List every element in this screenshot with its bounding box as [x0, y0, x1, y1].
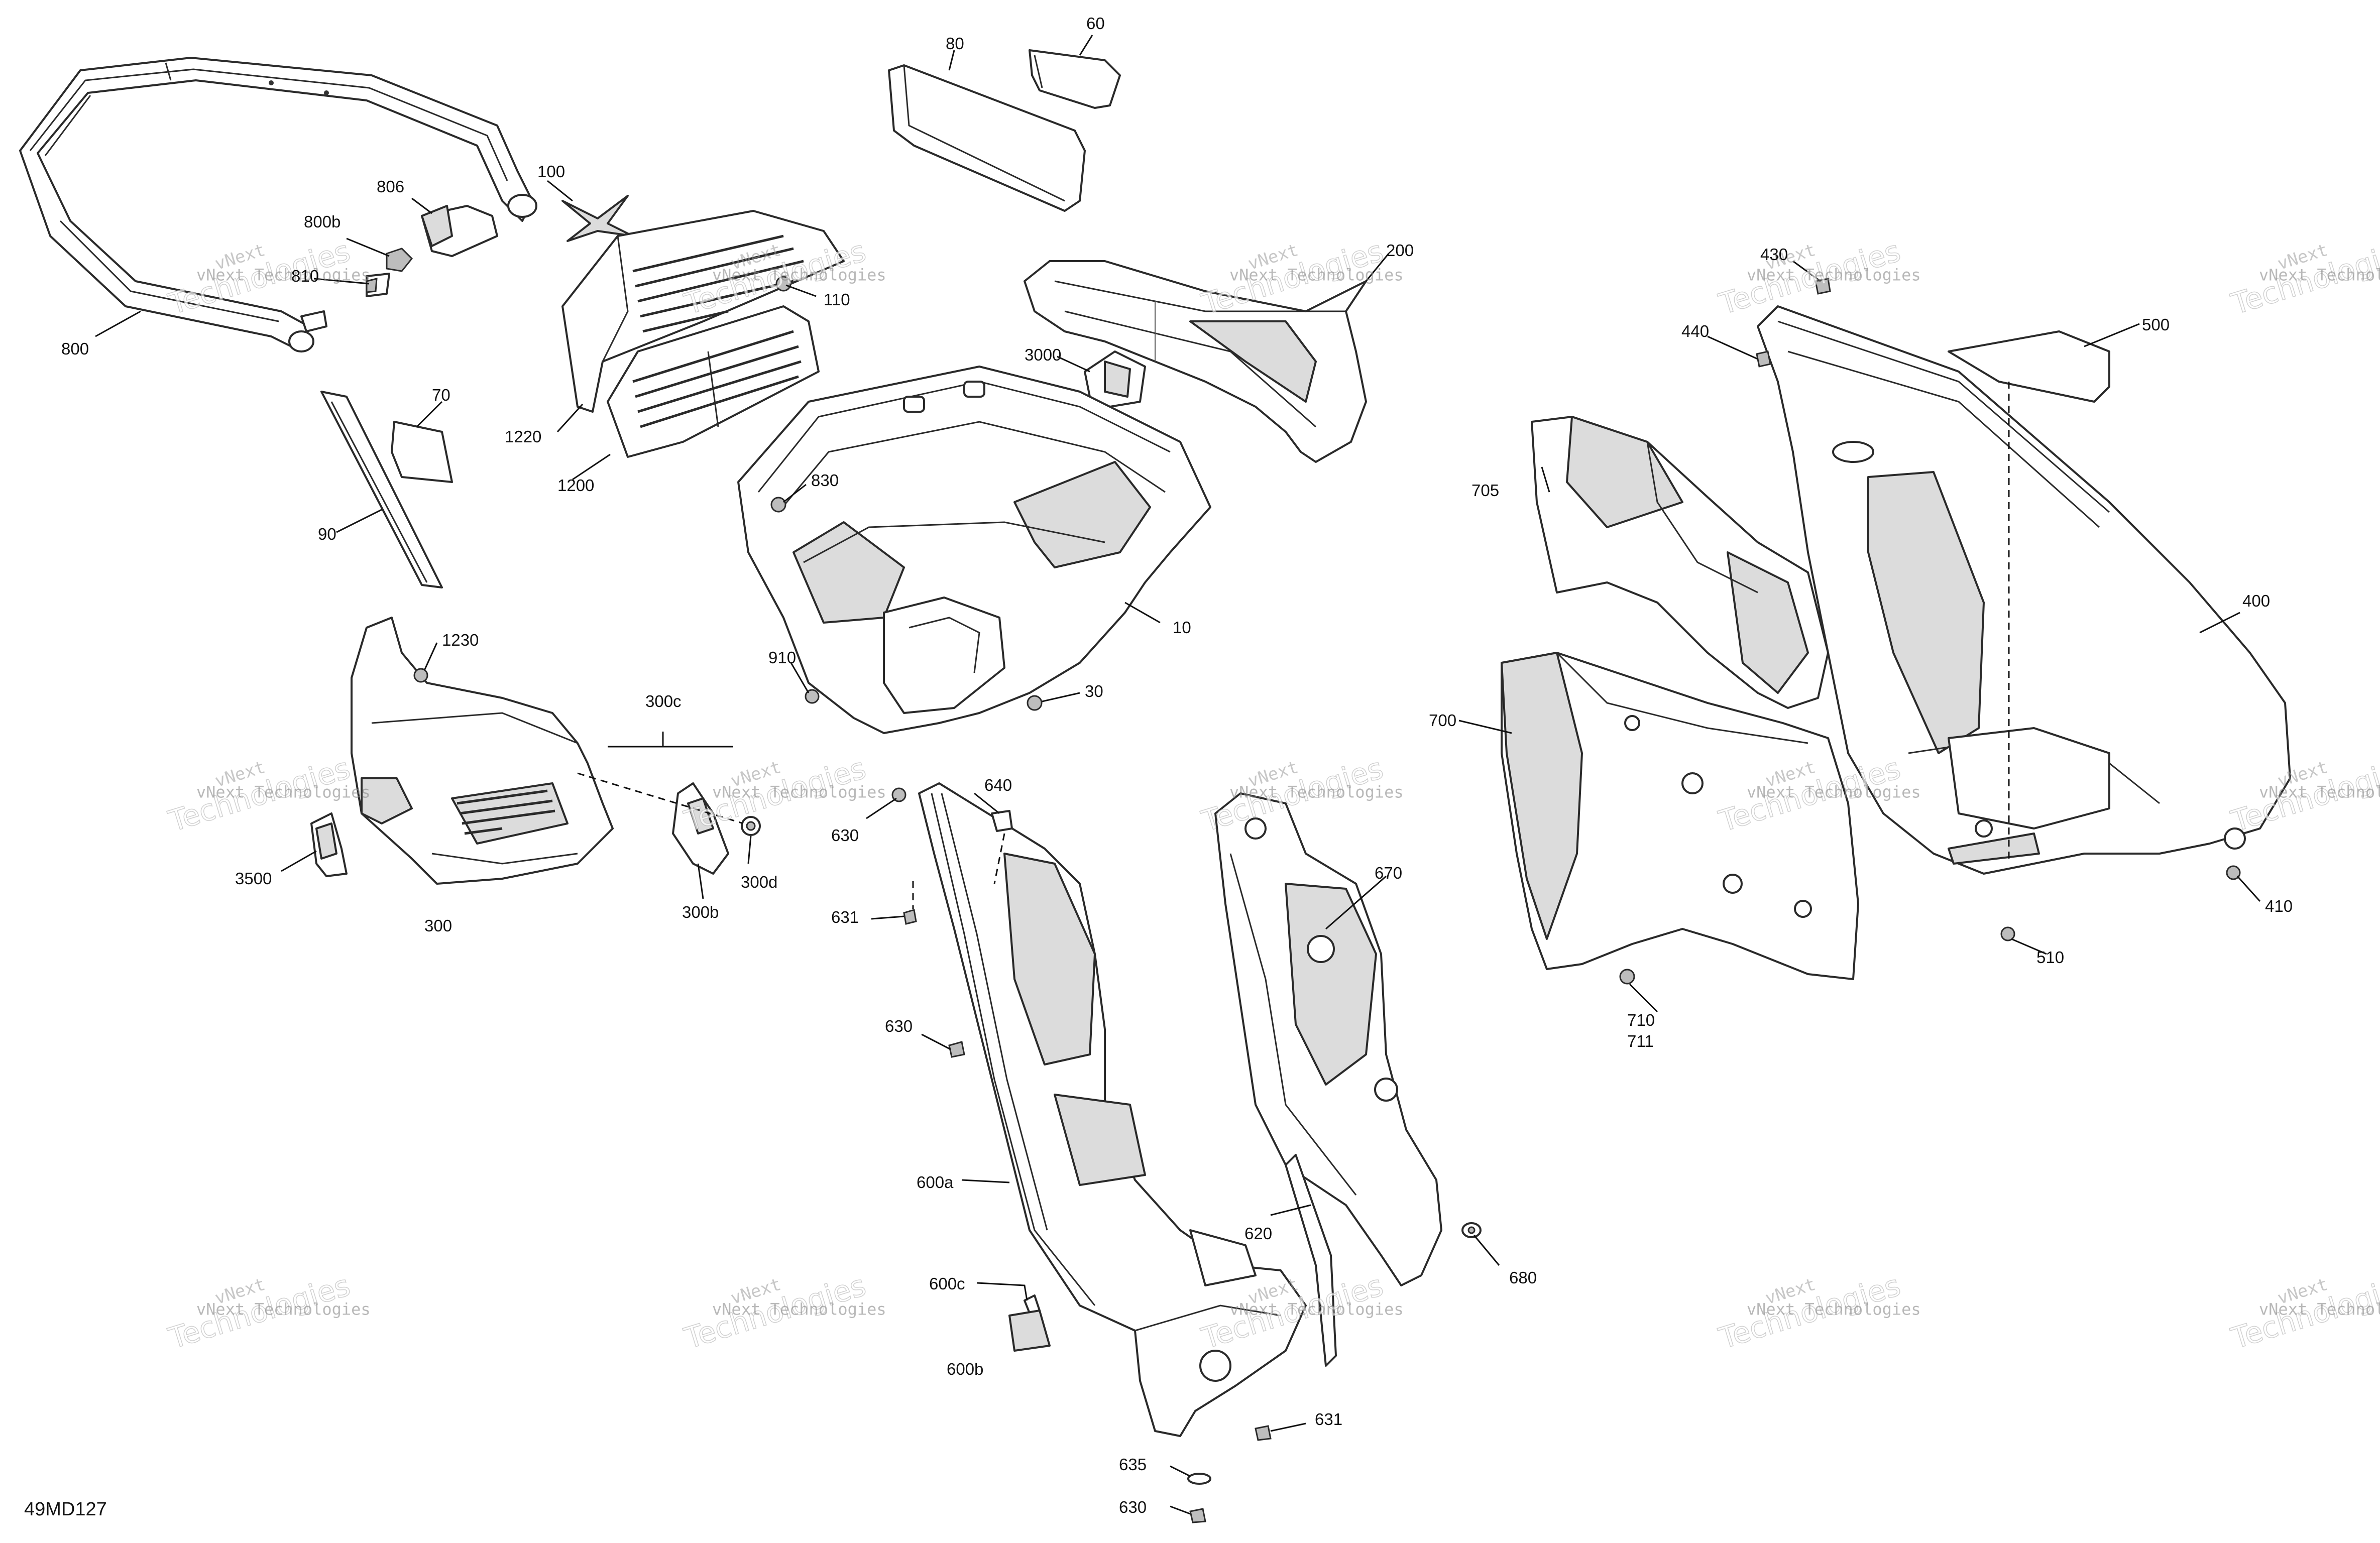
callout-3000: 3000 [1025, 345, 1062, 364]
part-10-main-bucket [737, 366, 1211, 734]
callout-635: 635 [1119, 1455, 1147, 1474]
part-110-screw [775, 276, 791, 292]
callout-711: 711 [1627, 1032, 1654, 1050]
callout-300c: 300c [645, 692, 682, 710]
callout-10: 10 [1173, 618, 1191, 637]
callout-631: 631 [831, 908, 859, 926]
callout-620: 620 [1244, 1224, 1273, 1243]
part-806-bracket [421, 205, 498, 257]
callout-1200: 1200 [557, 476, 595, 495]
callout-500: 500 [2142, 315, 2170, 334]
callout-440: 440 [1681, 322, 1710, 340]
callout-3500: 3500 [235, 869, 272, 888]
callout-700: 700 [1429, 711, 1457, 730]
part-600a-left-panel [918, 782, 1307, 1437]
part-640-clip [991, 810, 1013, 832]
part-1200-inner-grill [607, 305, 820, 458]
callout-60: 60 [1086, 14, 1105, 33]
part-3500-tab [310, 812, 348, 877]
part-635-washer [1187, 1473, 1211, 1485]
callout-300: 300 [424, 916, 452, 935]
part-800b-nut [386, 248, 413, 272]
callout-810: 810 [291, 267, 319, 285]
part-620-strip [1285, 1154, 1337, 1367]
part-80-panel [888, 64, 1086, 212]
callout-400: 400 [2242, 591, 2271, 610]
part-630-screw-bottom [1189, 1508, 1206, 1523]
callout-430: 430 [1760, 245, 1788, 264]
part-30-nut [1027, 695, 1043, 711]
part-800-bumper-bar [19, 57, 537, 352]
callout-200: 200 [1386, 241, 1414, 260]
callout-910: 910 [768, 648, 797, 667]
callout-710: 710 [1627, 1011, 1655, 1029]
part-830-screw [770, 497, 786, 513]
part-400-right-panel [1757, 305, 2291, 875]
callout-806: 806 [377, 177, 405, 196]
callout-110: 110 [824, 290, 850, 309]
leader-lines [95, 35, 2261, 1515]
callout-410: 410 [2265, 897, 2293, 915]
part-600b-cover [1008, 1310, 1051, 1352]
callout-300b: 300b [682, 903, 719, 921]
part-510-screw [2000, 926, 2015, 941]
part-500-cap [1948, 330, 2110, 403]
callout-680: 680 [1509, 1268, 1537, 1287]
diagram-code: 49MD127 [24, 1499, 107, 1520]
callout-800: 800 [61, 339, 89, 358]
callout-80: 80 [946, 34, 964, 53]
part-810-bolt [366, 273, 390, 297]
callout-70: 70 [432, 386, 450, 404]
part-410-nut [2226, 865, 2241, 880]
callout-830: 830 [811, 471, 839, 490]
part-910-screw [805, 689, 820, 704]
part-430-screw [1815, 278, 1831, 295]
part-630-screw-mid [948, 1041, 965, 1058]
callout-1230: 1230 [442, 631, 479, 649]
callout-90: 90 [318, 525, 336, 543]
callout-705: 705 [1471, 481, 1500, 500]
part-90-strip [320, 391, 443, 588]
callout-600c: 600c [929, 1274, 965, 1293]
callout-630: 630 [885, 1017, 913, 1035]
callout-300d: 300d [741, 873, 778, 891]
part-700-lower-panel [1501, 652, 1859, 980]
part-670-inner-panel [1214, 792, 1442, 1286]
callout-800b: 800b [304, 212, 341, 231]
part-705-panel [1531, 416, 1829, 709]
part-200-upper-console [1024, 260, 1367, 463]
part-1230-screw [413, 668, 428, 683]
callout-630: 630 [831, 826, 859, 845]
callout-630: 630 [1119, 1498, 1147, 1516]
part-300-front-fascia [351, 617, 614, 885]
callout-600b: 600b [947, 1360, 984, 1378]
callout-1220: 1220 [505, 427, 542, 446]
callout-30: 30 [1085, 682, 1103, 700]
part-710-fastener [1619, 969, 1635, 985]
part-631-screw-lower [1255, 1425, 1272, 1441]
part-60-panel [1029, 49, 1121, 109]
callout-600a: 600a [917, 1173, 954, 1192]
callout-510: 510 [2036, 948, 2065, 967]
callout-100: 100 [537, 162, 565, 181]
part-810-bolt-lower [300, 310, 327, 332]
part-1220-front-grill [561, 210, 845, 413]
part-440-clip [1756, 350, 1771, 368]
callout-631: 631 [1315, 1410, 1343, 1429]
part-680-washer [1461, 1222, 1482, 1238]
callout-640: 640 [984, 776, 1012, 794]
part-300b-piece [672, 782, 729, 875]
part-70-pad [391, 421, 453, 483]
part-631-screw [903, 909, 917, 925]
part-300d-clip [741, 816, 761, 836]
callout-670: 670 [1375, 864, 1403, 882]
